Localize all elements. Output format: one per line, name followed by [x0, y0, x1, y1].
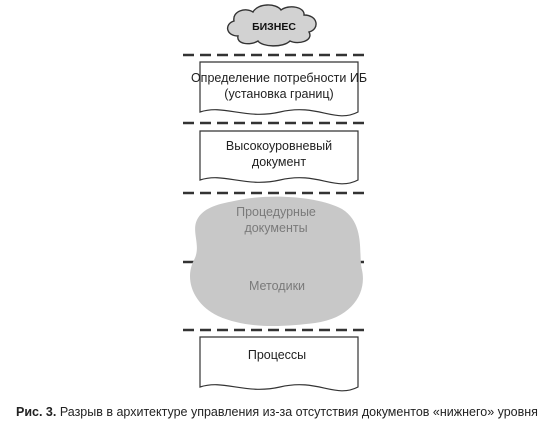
cloud-shape — [227, 4, 317, 47]
document-shape — [199, 336, 359, 392]
document-label: Высокоуровневый — [226, 139, 332, 153]
figure-caption: Рис. 3. Разрыв в архитектуре управления … — [16, 405, 544, 419]
document-label: Процессы — [248, 348, 306, 362]
document-label: Определение потребности ИБ — [191, 71, 367, 85]
document-need-definition: Определение потребности ИБ (установка гр… — [191, 61, 367, 117]
caption-text: Разрыв в архитектуре управления из-за от… — [59, 405, 538, 419]
document-processes: Процессы — [199, 336, 359, 392]
caption-number: Рис. 3. — [16, 405, 57, 419]
blob-label-upper: Процедурные — [236, 205, 316, 219]
document-label: (установка границ) — [224, 87, 333, 101]
missing-documents-blob: Процедурные документы Методики — [189, 196, 363, 327]
document-high-level: Высокоуровневый документ — [199, 130, 359, 185]
architecture-diagram: БИЗНЕС Определение потребности ИБ (устан… — [183, 4, 367, 392]
document-shape — [199, 130, 359, 185]
blob-shape — [189, 196, 363, 327]
blob-label-lower: Методики — [249, 279, 305, 293]
blob-label-upper: документы — [244, 221, 307, 235]
document-label: документ — [252, 155, 306, 169]
document-shape — [199, 61, 359, 117]
business-cloud: БИЗНЕС — [227, 4, 317, 47]
cloud-label: БИЗНЕС — [252, 21, 296, 33]
